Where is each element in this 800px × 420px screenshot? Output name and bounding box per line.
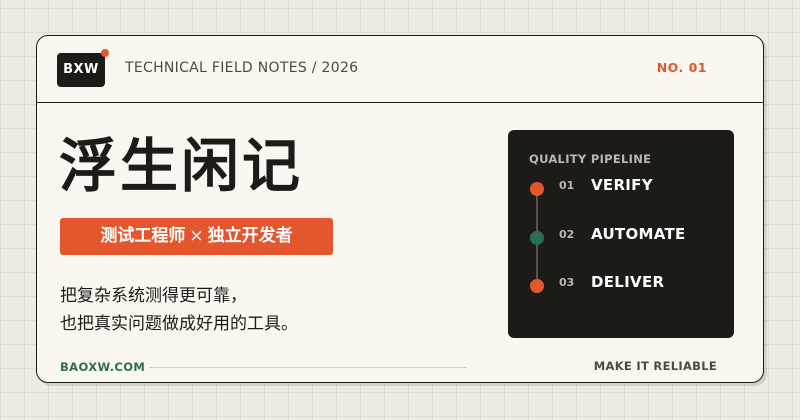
step-number: 01 <box>559 179 575 192</box>
pipeline-step-verify: 01 VERIFY <box>508 176 734 200</box>
step-label: VERIFY <box>591 176 653 194</box>
card-header: BXW TECHNICAL FIELD NOTES / 2026 NO. 01 <box>37 36 763 103</box>
step-number: 03 <box>559 276 575 289</box>
description-line-2: 也把真实问题做成好用的工具。 <box>60 314 298 334</box>
role-tag-separator: × <box>189 226 204 246</box>
step-dot-icon <box>530 182 544 196</box>
pipeline-heading: QUALITY PIPELINE <box>529 152 652 166</box>
description-line-1: 把复杂系统测得更可靠， <box>60 286 247 306</box>
step-dot-icon <box>530 279 544 293</box>
role-tag-left: 测试工程师 <box>100 226 186 246</box>
cover-card: BXW TECHNICAL FIELD NOTES / 2026 NO. 01 … <box>36 35 764 383</box>
role-tag: 测试工程师×独立开发者 <box>60 218 333 255</box>
issue-number: NO. 01 <box>656 60 707 75</box>
step-number: 02 <box>559 228 575 241</box>
footer-motto: MAKE IT RELIABLE <box>593 359 717 373</box>
footer-divider <box>149 367 467 368</box>
description: 把复杂系统测得更可靠， 也把真实问题做成好用的工具。 <box>60 282 298 338</box>
logo-text: BXW <box>63 62 99 77</box>
pipeline-step-deliver: 03 DELIVER <box>508 273 734 297</box>
role-tag-right: 独立开发者 <box>207 226 293 246</box>
step-label: AUTOMATE <box>591 225 686 243</box>
pipeline-step-automate: 02 AUTOMATE <box>508 225 734 249</box>
site-url[interactable]: BAOXW.COM <box>60 360 146 374</box>
logo-dot-icon <box>101 49 109 57</box>
quality-pipeline-panel: QUALITY PIPELINE 01 VERIFY 02 AUTOMATE 0… <box>508 130 734 338</box>
header-title: TECHNICAL FIELD NOTES / 2026 <box>125 60 359 76</box>
page-title: 浮生闲记 <box>59 132 304 200</box>
step-dot-icon <box>530 231 544 245</box>
step-label: DELIVER <box>591 273 665 291</box>
logo-badge: BXW <box>57 49 109 87</box>
